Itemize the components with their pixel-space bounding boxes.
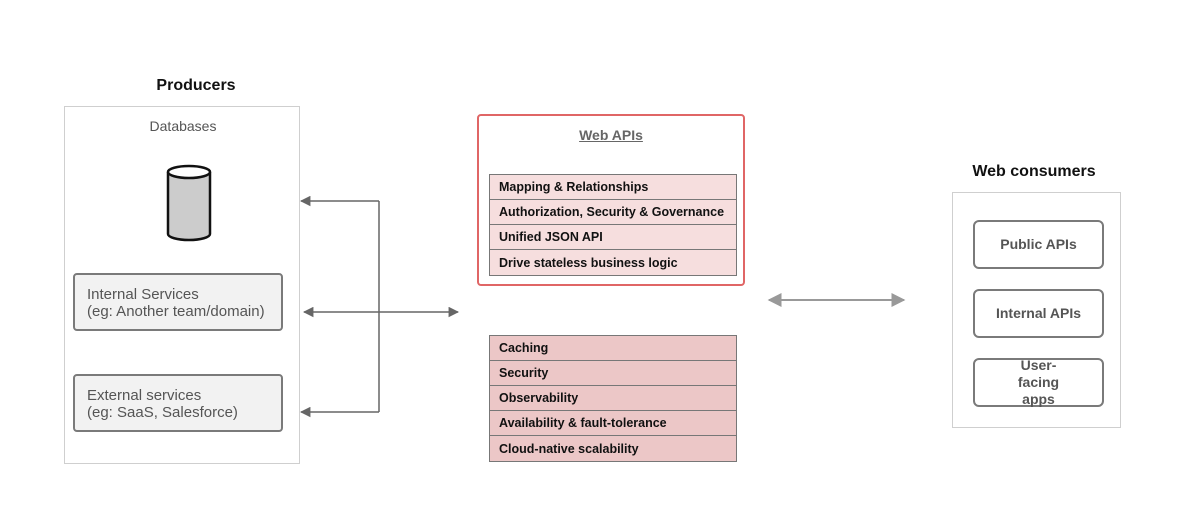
platform-capabilities-table: Caching Security Observability Availabil… — [489, 335, 737, 462]
internal-services-box: Internal Services (eg: Another team/doma… — [73, 273, 283, 331]
platform-row: Observability — [490, 386, 736, 411]
web-apis-table: Mapping & Relationships Authorization, S… — [489, 174, 737, 276]
consumer-public-apis: Public APIs — [973, 220, 1104, 269]
platform-row: Security — [490, 361, 736, 386]
producers-panel: Databases Internal Services (eg: Another… — [64, 106, 300, 464]
external-services-box: External services (eg: SaaS, Salesforce) — [73, 374, 283, 432]
producers-title: Producers — [156, 77, 236, 94]
web-consumers-panel: Public APIs Internal APIs User-facing ap… — [952, 192, 1121, 428]
web-apis-row: Unified JSON API — [490, 225, 736, 250]
web-apis-box: Web APIs Mapping & Relationships Authori… — [477, 114, 745, 286]
web-consumers-title: Web consumers — [972, 163, 1096, 180]
platform-row: Availability & fault-tolerance — [490, 411, 736, 436]
platform-row: Cloud-native scalability — [490, 436, 736, 461]
web-apis-row: Drive stateless business logic — [490, 250, 736, 275]
consumer-user-facing-apps: User-facing apps — [973, 357, 1104, 407]
platform-row: Caching — [490, 336, 736, 361]
internal-services-label: Internal Services — [87, 286, 199, 303]
web-apis-title: Web APIs — [579, 127, 643, 143]
internal-services-example: (eg: Another team/domain) — [87, 303, 265, 320]
external-services-example: (eg: SaaS, Salesforce) — [87, 404, 238, 421]
database-icon — [166, 164, 212, 242]
external-services-label: External services — [87, 387, 202, 404]
consumer-internal-apis: Internal APIs — [973, 289, 1104, 338]
databases-label: Databases — [149, 118, 217, 134]
web-apis-row: Authorization, Security & Governance — [490, 200, 736, 225]
web-apis-row: Mapping & Relationships — [490, 175, 736, 200]
